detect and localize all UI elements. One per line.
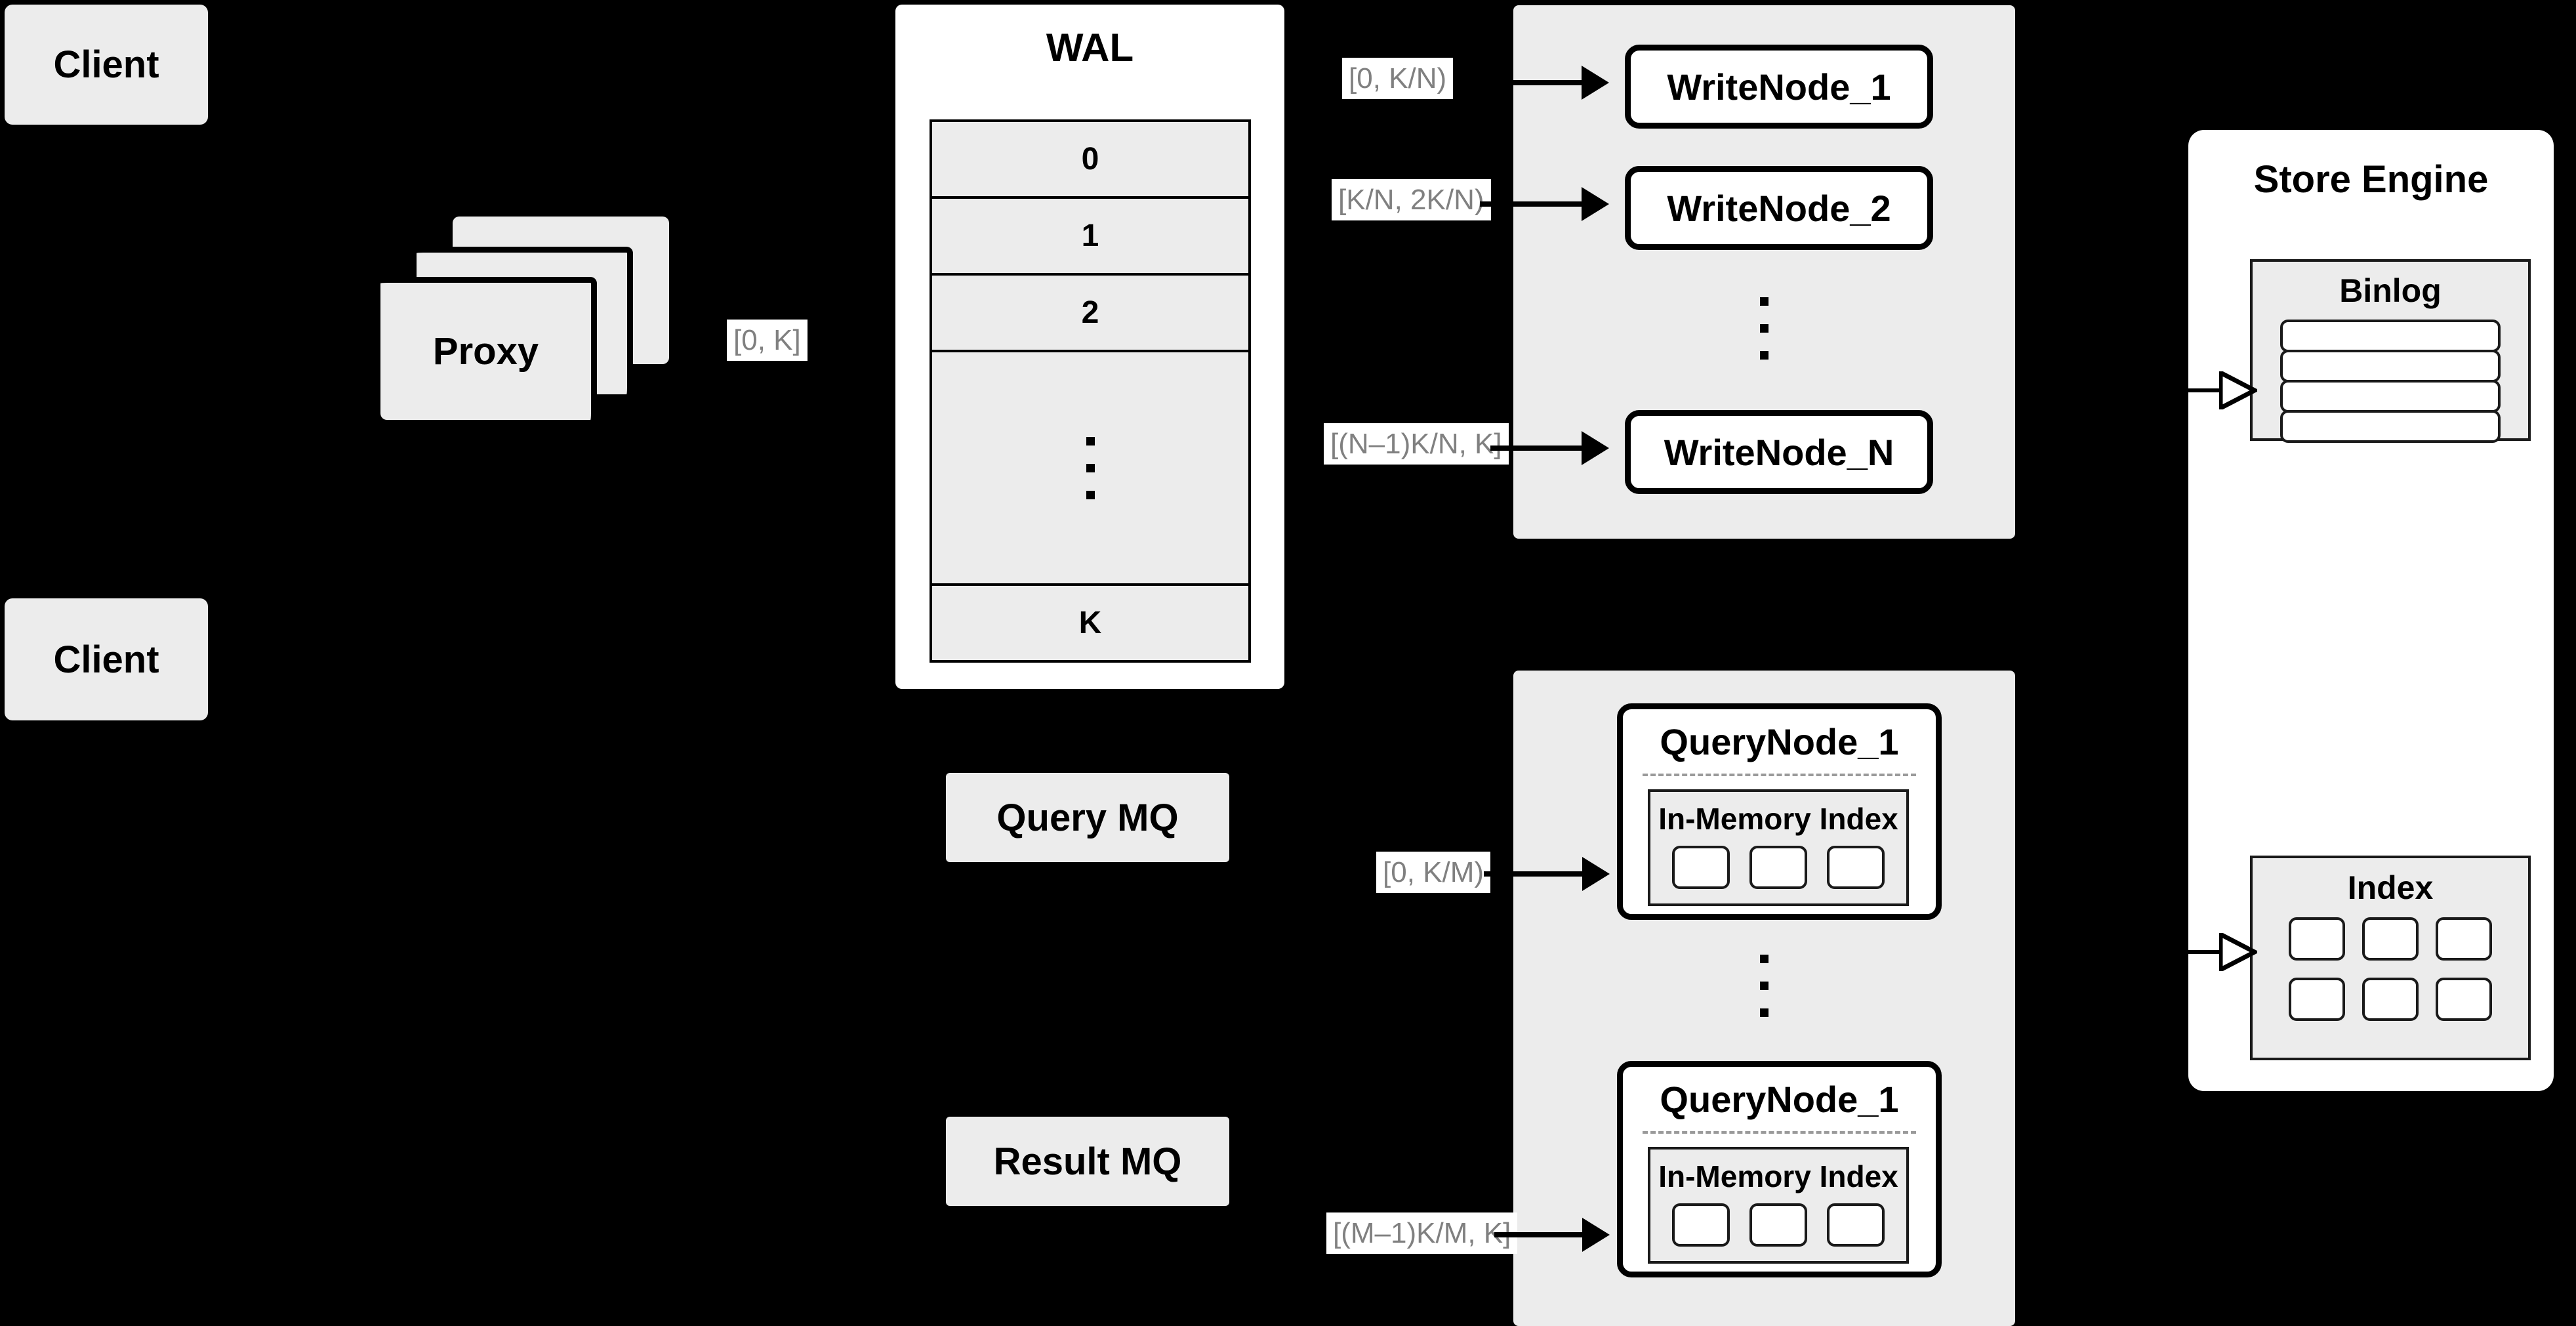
index-box: Index xyxy=(2250,856,2531,1060)
query-node-title-wrap: QueryNode_1 xyxy=(1623,1067,1936,1131)
write-node-label: WriteNode_N xyxy=(1664,431,1894,473)
connector-mq-to-query-m xyxy=(1494,1232,1586,1237)
arrowhead-index-icon xyxy=(2219,933,2257,971)
arrowhead-write-2-icon xyxy=(1582,187,1609,221)
index-cell[interactable] xyxy=(2289,978,2345,1021)
binlog-row[interactable] xyxy=(2280,350,2501,383)
wal-title-wrap: WAL xyxy=(895,5,1284,90)
index-segment[interactable] xyxy=(1827,846,1885,889)
write-cluster-panel: WriteNode_1 WriteNode_2 WriteNode_N xyxy=(1513,5,2015,539)
vertical-ellipsis-icon xyxy=(1086,428,1095,508)
client-box-1[interactable]: Client xyxy=(5,5,208,125)
write-node-label: WriteNode_1 xyxy=(1667,66,1891,108)
arrowhead-query-1-icon xyxy=(1582,857,1610,891)
in-memory-index-1: In-Memory Index xyxy=(1648,789,1909,906)
write-node-label: WriteNode_2 xyxy=(1667,187,1891,229)
query-node-divider xyxy=(1643,774,1916,776)
edge-label-proxy-to-wal: [0, K] xyxy=(727,320,808,361)
index-cell[interactable] xyxy=(2436,917,2492,961)
connector-wal-to-write-2 xyxy=(1480,201,1584,207)
arrowhead-write-n-icon xyxy=(1582,431,1609,465)
connector-to-index xyxy=(2184,950,2225,954)
wal-panel: WAL 0 1 2 K xyxy=(895,5,1284,689)
client-label: Client xyxy=(53,43,159,86)
wal-row[interactable]: 2 xyxy=(930,276,1251,352)
index-title: Index xyxy=(2347,869,2434,906)
write-node-n[interactable]: WriteNode_N xyxy=(1625,410,1933,494)
query-node-1[interactable]: QueryNode_1 In-Memory Index xyxy=(1617,703,1942,920)
binlog-title: Binlog xyxy=(2339,272,2442,309)
result-mq-box[interactable]: Result MQ xyxy=(946,1117,1229,1206)
query-node-divider xyxy=(1643,1131,1916,1134)
in-memory-index-label: In-Memory Index xyxy=(1658,802,1898,836)
binlog-row[interactable] xyxy=(2280,380,2501,413)
wal-row[interactable]: K xyxy=(930,586,1251,663)
query-cluster-panel: QueryNode_1 In-Memory Index QueryNode_1 … xyxy=(1513,671,2015,1326)
query-node-m[interactable]: QueryNode_1 In-Memory Index xyxy=(1617,1061,1942,1277)
wal-title: WAL xyxy=(1046,25,1134,70)
index-cell[interactable] xyxy=(2436,978,2492,1021)
edge-label-mq-to-query-1: [0, K/M) xyxy=(1376,852,1491,893)
index-cell[interactable] xyxy=(2362,978,2419,1021)
index-title-wrap: Index xyxy=(2253,858,2528,917)
index-segment[interactable] xyxy=(1749,1203,1807,1247)
connector-wal-to-write-n xyxy=(1490,445,1584,451)
index-segment[interactable] xyxy=(1672,1203,1730,1247)
binlog-title-wrap: Binlog xyxy=(2253,262,2528,320)
index-segment[interactable] xyxy=(1672,846,1730,889)
index-segment[interactable] xyxy=(1827,1203,1885,1247)
arrowhead-query-m-icon xyxy=(1582,1218,1610,1252)
query-mq-label: Query MQ xyxy=(996,796,1179,839)
result-mq-label: Result MQ xyxy=(993,1140,1182,1183)
wal-row[interactable]: 0 xyxy=(930,119,1251,199)
proxy-stack[interactable]: Proxy xyxy=(380,217,689,433)
edge-label-wal-to-write-2: [K/N, 2K/N) xyxy=(1332,179,1491,220)
wal-row[interactable]: 1 xyxy=(930,199,1251,276)
query-mq-box[interactable]: Query MQ xyxy=(946,773,1229,862)
in-memory-index-title-wrap: In-Memory Index xyxy=(1650,792,1906,846)
query-node-title-wrap: QueryNode_1 xyxy=(1623,709,1936,774)
edge-label-wal-to-write-1: [0, K/N) xyxy=(1342,58,1454,99)
arrowhead-binlog-icon xyxy=(2219,371,2257,409)
index-cell[interactable] xyxy=(2289,917,2345,961)
write-cluster-ellipsis-icon xyxy=(1513,268,2015,389)
index-segment[interactable] xyxy=(1749,846,1807,889)
arrowhead-write-1-icon xyxy=(1582,66,1609,100)
binlog-row[interactable] xyxy=(2280,320,2501,352)
in-memory-index-m: In-Memory Index xyxy=(1648,1147,1909,1264)
query-node-label: QueryNode_1 xyxy=(1660,1078,1899,1120)
proxy-label: Proxy xyxy=(432,330,539,373)
binlog-row[interactable] xyxy=(2280,410,2501,443)
wal-row-list: 0 1 2 K xyxy=(930,119,1251,663)
edge-label-wal-to-write-n: [(N–1)K/N, K] xyxy=(1324,423,1509,465)
write-node-1[interactable]: WriteNode_1 xyxy=(1625,45,1933,129)
store-engine-title-wrap: Store Engine xyxy=(2188,130,2554,228)
binlog-box: Binlog xyxy=(2250,259,2531,443)
client-label: Client xyxy=(53,638,159,681)
client-box-2[interactable]: Client xyxy=(5,598,208,720)
proxy-card-front[interactable]: Proxy xyxy=(380,277,597,420)
in-memory-index-title-wrap: In-Memory Index xyxy=(1650,1150,1906,1203)
store-engine-title: Store Engine xyxy=(2253,157,2489,201)
query-node-label: QueryNode_1 xyxy=(1660,720,1899,762)
connector-wal-to-write-1 xyxy=(1473,80,1584,85)
connector-to-binlog xyxy=(2184,388,2225,392)
store-engine-panel: Store Engine Binlog Index xyxy=(2188,130,2554,1091)
in-memory-index-label: In-Memory Index xyxy=(1658,1159,1898,1193)
wal-row-ellipsis xyxy=(930,352,1251,586)
connector-mq-to-query-1 xyxy=(1484,871,1585,877)
index-cell[interactable] xyxy=(2362,917,2419,961)
edge-label-mq-to-query-m: [(M–1)K/M, K] xyxy=(1326,1212,1518,1254)
query-cluster-ellipsis-icon xyxy=(1513,936,2015,1035)
write-node-2[interactable]: WriteNode_2 xyxy=(1625,166,1933,250)
